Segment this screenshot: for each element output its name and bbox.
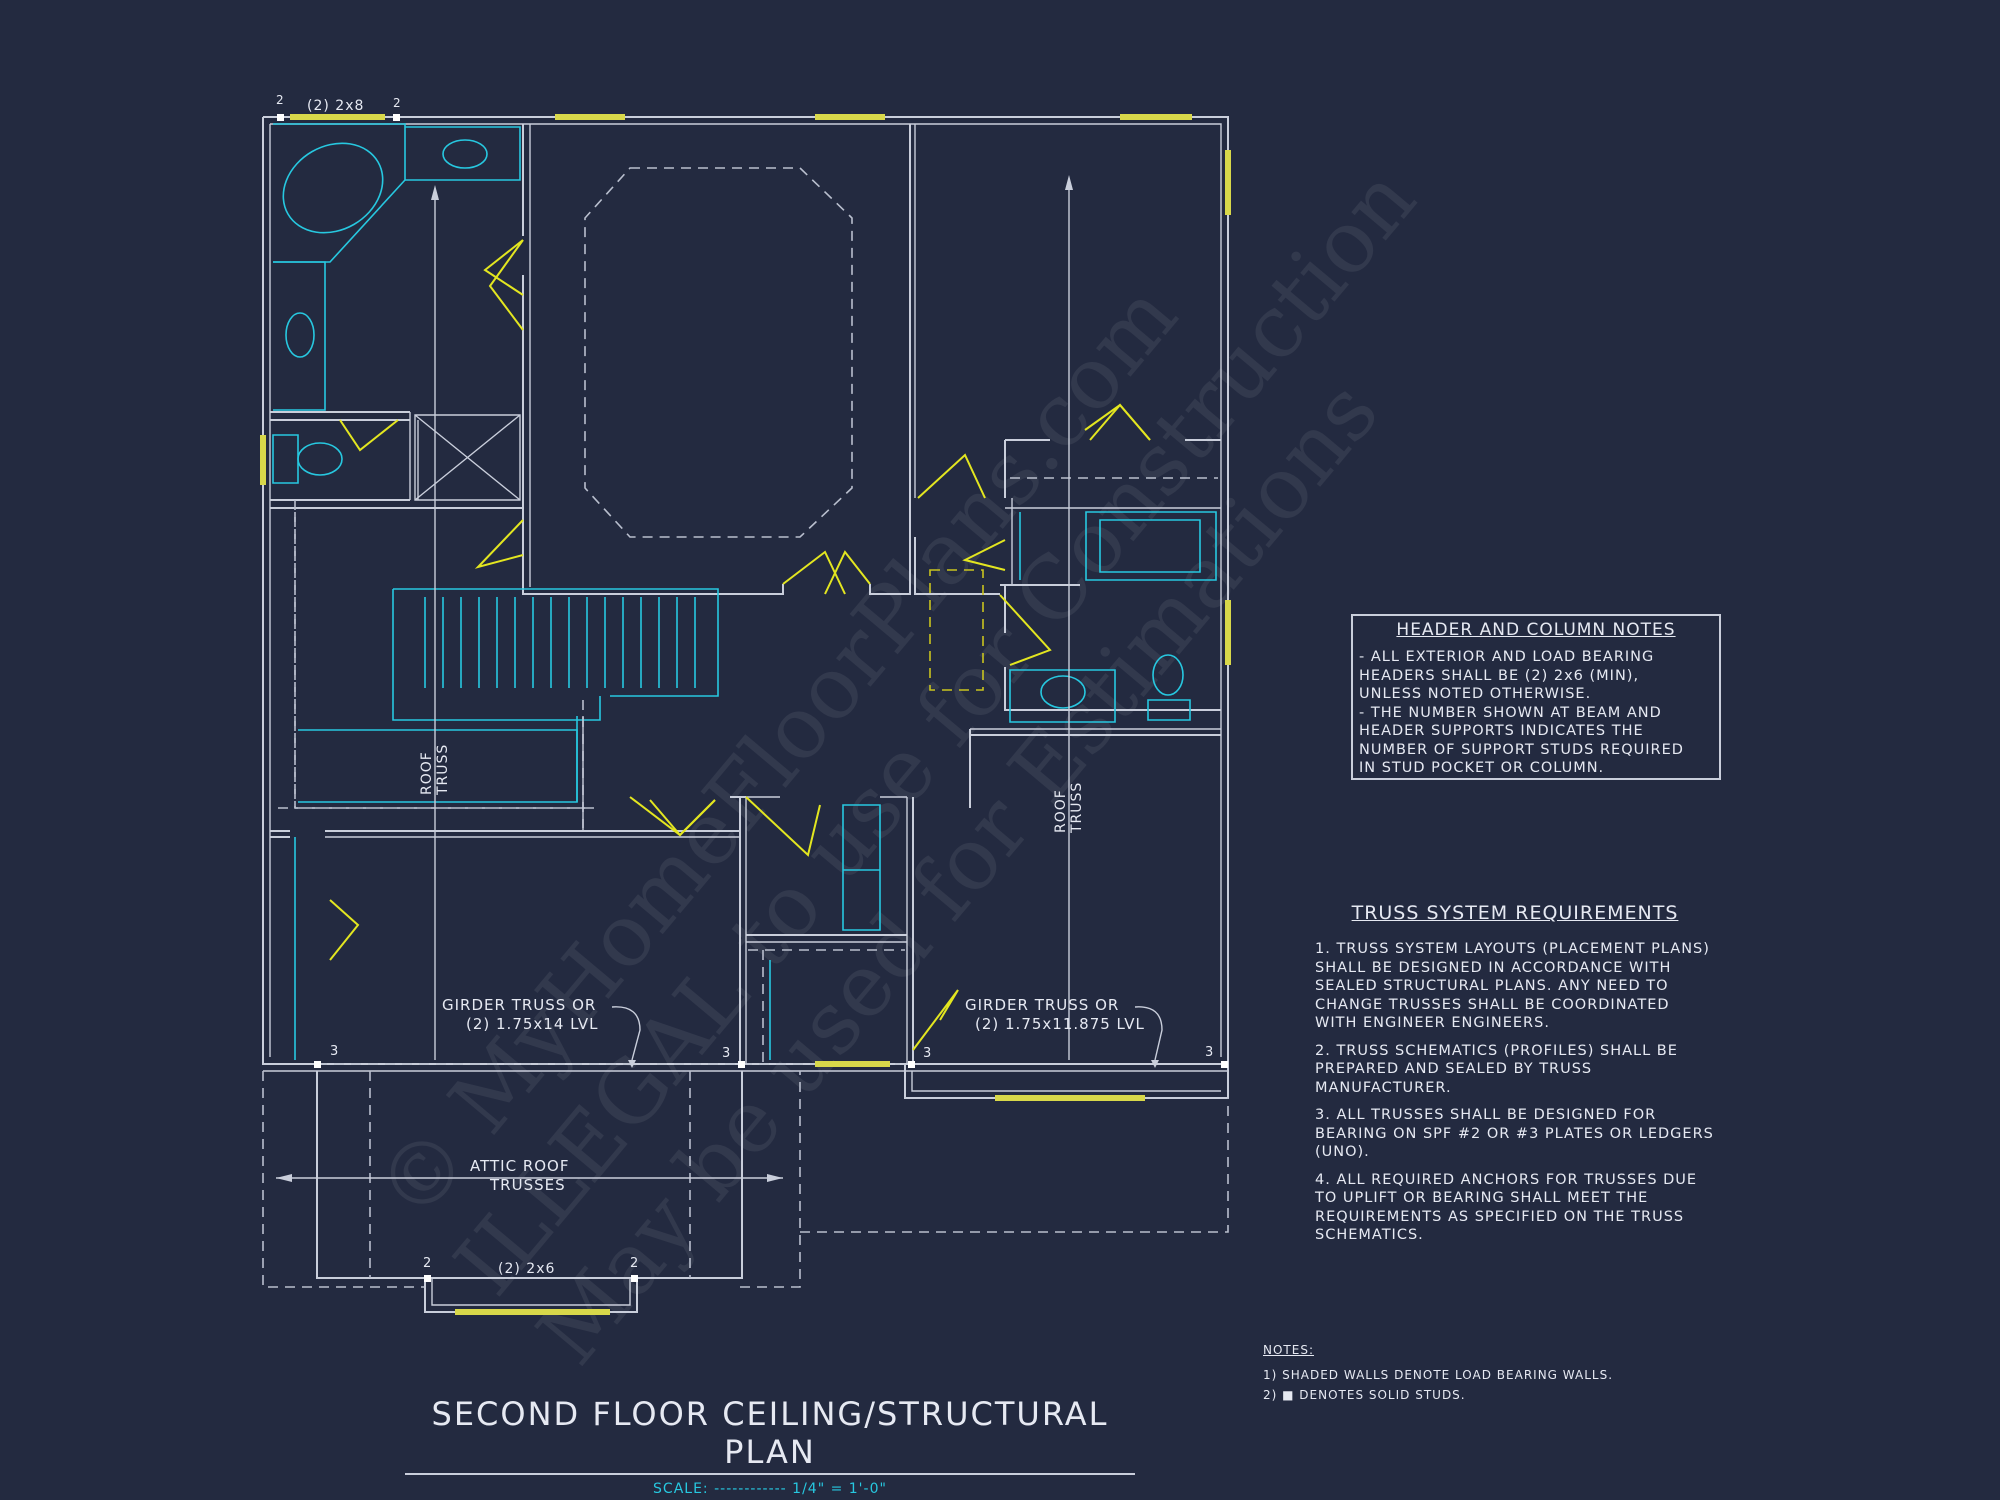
stairs <box>298 588 719 830</box>
roof-truss-label: ROOF <box>1053 789 1069 833</box>
truss-req-line: BEARING ON SPF #2 OR #3 PLATES OR LEDGER… <box>1315 1125 1714 1142</box>
doors <box>329 239 1151 1051</box>
stud-post <box>738 1061 745 1068</box>
truss-req-line: 4. ALL REQUIRED ANCHORS FOR TRUSSES DUE <box>1315 1171 1698 1188</box>
windows <box>260 114 1231 1315</box>
header-note-line: IN STUD POCKET OR COLUMN. <box>1359 760 1605 776</box>
girder-label-right: GIRDER TRUSS OR <box>965 996 1119 1014</box>
truss-req-item: 4. ALL REQUIRED ANCHORS FOR TRUSSES DUE … <box>1315 1171 1775 1245</box>
truss-req-line: CHANGE TRUSSES SHALL BE COORDINATED <box>1315 996 1670 1013</box>
stud-count: 2 <box>393 96 402 110</box>
truss-req-item: 1. TRUSS SYSTEM LAYOUTS (PLACEMENT PLANS… <box>1315 940 1775 1033</box>
header-label-top: (2) 2x8 <box>307 98 364 114</box>
truss-req-line: SCHEMATICS. <box>1315 1227 1424 1243</box>
truss-arrows <box>276 175 1163 1182</box>
drawing-title: SECOND FLOOR CEILING/STRUCTURAL PLAN <box>405 1395 1135 1475</box>
truss-req-title: TRUSS SYSTEM REQUIREMENTS <box>1351 902 1679 924</box>
stud-count: 2 <box>276 93 285 107</box>
attic-zone <box>262 1063 1229 1313</box>
stud-post <box>393 114 400 121</box>
header-note-line: NUMBER OF SUPPORT STUDS REQUIRED <box>1359 741 1684 758</box>
stud-count: 3 <box>923 1046 932 1061</box>
title-block: SECOND FLOOR CEILING/STRUCTURAL PLAN SCA… <box>405 1395 1135 1497</box>
truss-req-item: 2. TRUSS SCHEMATICS (PROFILES) SHALL BE … <box>1315 1042 1775 1098</box>
header-note-line: HEADERS SHALL BE (2) 2x6 (MIN), <box>1359 667 1640 684</box>
plan-notes: NOTES: 1) SHADED WALLS DENOTE LOAD BEARI… <box>1263 1343 1683 1405</box>
drawing-scale: SCALE: ------------ 1/4" = 1'-0" <box>653 1481 887 1497</box>
truss-req-line: WITH ENGINEER ENGINEERS. <box>1315 1015 1550 1031</box>
solid-studs <box>277 114 1228 1282</box>
roof-truss-label: ROOF <box>419 751 435 795</box>
roof-truss-label: TRUSS <box>435 744 451 796</box>
girder-label-left: (2) 1.75x14 LVL <box>466 1015 598 1033</box>
notes-title: NOTES: <box>1263 1343 1314 1357</box>
truss-req-line: TO UPLIFT OR BEARING SHALL MEET THE <box>1315 1190 1649 1206</box>
roof-truss-label: TRUSS <box>1069 782 1085 834</box>
stud-post <box>908 1061 915 1068</box>
stud-count: 3 <box>722 1046 731 1061</box>
stud-post <box>314 1061 321 1068</box>
truss-req-line: (UNO). <box>1315 1144 1370 1160</box>
truss-req-line: PREPARED AND SEALED BY TRUSS <box>1315 1061 1593 1077</box>
stud-post <box>1221 1061 1228 1068</box>
bath-fixtures <box>272 123 1217 1060</box>
stud-post <box>277 114 284 121</box>
header-column-notes: HEADER AND COLUMN NOTES - ALL EXTERIOR A… <box>1351 614 1721 780</box>
note-line: 2) ■ DENOTES SOLID STUDS. <box>1263 1388 1466 1402</box>
truss-system-requirements: TRUSS SYSTEM REQUIREMENTS 1. TRUSS SYSTE… <box>1315 902 1775 1254</box>
attic-trusses-label: TRUSSES <box>489 1176 566 1194</box>
girder-label-right: (2) 1.75x11.875 LVL <box>975 1015 1145 1033</box>
plan-labels: (2) 2x8 2 2 3 3 3 3 2 2 (2) 2x6 ROOF TRU… <box>276 93 1214 1277</box>
stud-post <box>424 1275 431 1282</box>
interior-walls <box>270 124 1221 1064</box>
header-note-line: - THE NUMBER SHOWN AT BEAM AND <box>1359 704 1662 721</box>
header-note-line: UNLESS NOTED OTHERWISE. <box>1359 686 1592 702</box>
truss-req-line: REQUIREMENTS AS SPECIFIED ON THE TRUSS <box>1315 1208 1685 1225</box>
note-line: 1) SHADED WALLS DENOTE LOAD BEARING WALL… <box>1263 1368 1614 1382</box>
stud-count: 2 <box>630 1256 639 1271</box>
header-note-line: - ALL EXTERIOR AND LOAD BEARING <box>1359 649 1655 665</box>
truss-req-line: SHALL BE DESIGNED IN ACCORDANCE WITH <box>1315 959 1672 976</box>
stud-count: 3 <box>1205 1045 1214 1060</box>
header-notes-title: HEADER AND COLUMN NOTES <box>1396 620 1676 640</box>
truss-req-line: 3. ALL TRUSSES SHALL BE DESIGNED FOR <box>1315 1107 1657 1123</box>
stud-post <box>631 1275 638 1282</box>
header-label-bottom: (2) 2x6 <box>498 1261 555 1277</box>
truss-req-line: SEALED STRUCTURAL PLANS. ANY NEED TO <box>1315 978 1669 994</box>
girder-label-left: GIRDER TRUSS OR <box>442 996 596 1014</box>
attic-trusses-label: ATTIC ROOF <box>470 1157 570 1175</box>
truss-req-line: 1. TRUSS SYSTEM LAYOUTS (PLACEMENT PLANS… <box>1315 941 1710 957</box>
truss-req-line: 2. TRUSS SCHEMATICS (PROFILES) SHALL BE <box>1315 1042 1678 1059</box>
dashed-lines <box>278 167 1218 1064</box>
header-note-line: HEADER SUPPORTS INDICATES THE <box>1359 723 1644 739</box>
truss-req-line: MANUFACTURER. <box>1315 1079 1452 1096</box>
truss-req-item: 3. ALL TRUSSES SHALL BE DESIGNED FOR BEA… <box>1315 1106 1775 1162</box>
stud-count: 3 <box>330 1044 339 1059</box>
stud-count: 2 <box>423 1256 432 1271</box>
